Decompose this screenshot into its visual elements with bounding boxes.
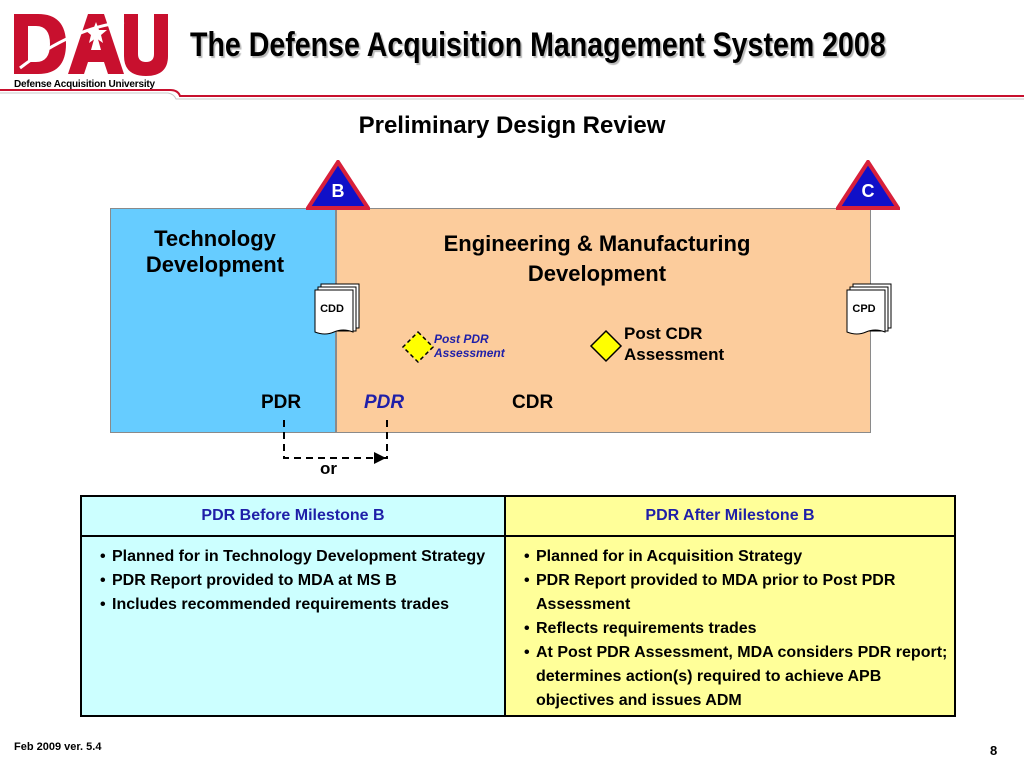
- pdr-before-column: PDR Before Milestone B Planned for in Te…: [82, 497, 506, 715]
- post-pdr-line2: Assessment: [434, 346, 505, 360]
- cpd-label: CPD: [852, 303, 876, 315]
- technology-development-phase: [110, 208, 336, 433]
- pdr-before-list: Planned for in Technology Development St…: [82, 537, 504, 617]
- logo-subtitle: Defense Acquisition University: [14, 79, 155, 90]
- list-item: At Post PDR Assessment, MDA considers PD…: [524, 641, 948, 713]
- pdr-after-header: PDR After Milestone B: [506, 497, 954, 537]
- pdr-before-header: PDR Before Milestone B: [82, 497, 504, 537]
- pdr-after-label: PDR: [364, 392, 405, 413]
- emd-label: Engineering & Manufacturing Development: [397, 229, 797, 289]
- emd-label-line1: Engineering & Manufacturing: [443, 231, 751, 256]
- cdr-label: CDR: [512, 392, 554, 413]
- or-label: or: [320, 459, 337, 478]
- pdr-after-column: PDR After Milestone B Planned for in Acq…: [506, 497, 954, 715]
- cdd-document-icon: [314, 283, 360, 335]
- pdr-after-list: Planned for in Acquisition Strategy PDR …: [506, 537, 954, 713]
- dau-logo: [14, 14, 168, 76]
- version-footer: Feb 2009 ver. 5.4: [14, 741, 102, 753]
- post-pdr-diamond-icon: [401, 330, 435, 364]
- header-divider: [0, 89, 1024, 100]
- post-pdr-line1: Post PDR: [434, 332, 489, 346]
- or-dashed-arrow: [283, 420, 388, 464]
- emd-phase: [336, 208, 871, 433]
- td-label-line1: Technology: [154, 226, 276, 251]
- post-cdr-assessment-label: Post CDR Assessment: [624, 323, 724, 365]
- cpd-document-icon: [846, 283, 892, 335]
- list-item: PDR Report provided to MDA prior to Post…: [524, 569, 948, 617]
- emd-label-line2: Development: [527, 261, 667, 286]
- post-pdr-assessment-label: Post PDR Assessment: [434, 332, 505, 360]
- technology-development-label: Technology Development: [110, 226, 320, 278]
- milestone-b-label: B: [331, 181, 345, 201]
- list-item: Planned for in Acquisition Strategy: [524, 545, 948, 569]
- pdr-before-label: PDR: [261, 392, 302, 413]
- list-item: Reflects requirements trades: [524, 617, 948, 641]
- post-cdr-diamond-icon: [589, 329, 623, 363]
- pdr-comparison-table: PDR Before Milestone B Planned for in Te…: [80, 495, 956, 717]
- post-cdr-line1: Post CDR: [624, 324, 703, 343]
- page-number: 8: [990, 743, 998, 758]
- cdd-label: CDD: [320, 303, 344, 315]
- page-title: The Defense Acquisition Management Syste…: [190, 26, 886, 64]
- list-item: Includes recommended requirements trades: [100, 593, 498, 617]
- list-item: PDR Report provided to MDA at MS B: [100, 569, 498, 593]
- milestone-b-triangle: [306, 160, 370, 210]
- milestone-c-label: C: [861, 181, 875, 201]
- slide-subtitle: Preliminary Design Review: [358, 112, 666, 139]
- post-cdr-line2: Assessment: [624, 345, 725, 364]
- td-label-line2: Development: [145, 252, 285, 277]
- list-item: Planned for in Technology Development St…: [100, 545, 498, 569]
- milestone-c-triangle: [836, 160, 900, 210]
